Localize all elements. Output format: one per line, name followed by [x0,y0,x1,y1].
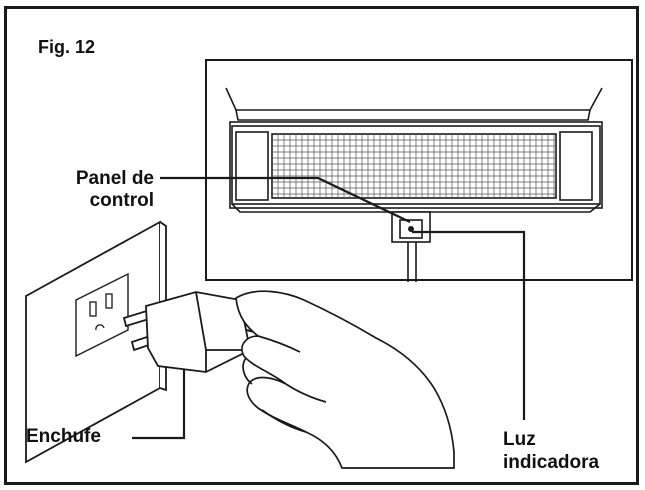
plug-leader [132,370,186,440]
control-panel-callout-line1: Panel de [75,168,154,189]
heater-inset-box [205,59,633,281]
hand-illustration-icon [235,290,455,469]
heater-illustration-icon [225,87,603,282]
control-panel-callout-line2: control [89,190,154,211]
heater-grill-pattern [272,134,556,198]
plug-callout: Enchufe [26,426,101,447]
indicator-light-callout: Luz indicadora [503,428,599,474]
indicator-light-callout-line2: indicadora [503,452,600,473]
control-panel-leader [160,176,411,223]
callout-leader-lines [132,176,526,440]
indicator-light-callout-line1: Luz [503,429,536,450]
control-panel-callout: Panel de control [58,168,154,212]
figure-label: Fig. 12 [38,37,96,57]
indicator-light-leader [412,230,526,420]
